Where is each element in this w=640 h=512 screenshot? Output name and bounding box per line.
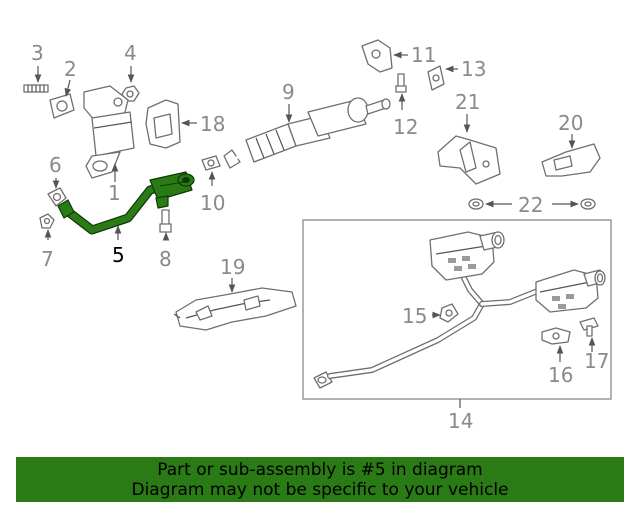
callout-20[interactable]: 20 — [558, 111, 583, 135]
part-5-front-pipe[interactable] — [57, 171, 195, 235]
callout-3[interactable]: 3 — [31, 41, 44, 65]
callout-13[interactable]: 13 — [461, 57, 486, 81]
part-17-bolt[interactable] — [579, 317, 599, 337]
callout-9[interactable]: 9 — [282, 80, 295, 104]
part-3-stud[interactable] — [23, 84, 49, 93]
callout-10[interactable]: 10 — [200, 191, 225, 215]
part-16-clamp[interactable] — [541, 327, 571, 345]
part-22-insulator[interactable] — [468, 198, 596, 210]
callout-12[interactable]: 12 — [393, 115, 418, 139]
part-1-catalytic-converter[interactable] — [83, 85, 135, 179]
part-19-heat-shield[interactable] — [173, 287, 297, 331]
callout-2[interactable]: 2 — [64, 57, 77, 81]
part-4-nut[interactable] — [121, 85, 140, 102]
leader-2 — [64, 79, 72, 97]
callout-17[interactable]: 17 — [584, 349, 609, 373]
banner-line-1: Part or sub-assembly is #5 in diagram — [157, 460, 483, 480]
callout-4[interactable]: 4 — [124, 41, 137, 65]
callout-15[interactable]: 15 — [402, 304, 427, 328]
banner-line-2: Diagram may not be specific to your vehi… — [131, 480, 509, 500]
part-info-banner: Part or sub-assembly is #5 in diagram Di… — [16, 457, 624, 502]
callout-22[interactable]: 22 — [518, 193, 543, 217]
part-10-gasket[interactable] — [201, 155, 221, 171]
part-14-group-box — [302, 219, 612, 400]
part-11-hanger[interactable] — [361, 39, 393, 73]
part-12-bolt[interactable] — [395, 73, 407, 93]
callout-7[interactable]: 7 — [41, 247, 54, 271]
callout-5[interactable]: 5 — [112, 243, 125, 267]
callout-19[interactable]: 19 — [220, 255, 245, 279]
callout-18[interactable]: 18 — [200, 112, 225, 136]
callout-6[interactable]: 6 — [49, 153, 62, 177]
callout-16[interactable]: 16 — [548, 363, 573, 387]
callout-1[interactable]: 1 — [108, 181, 121, 205]
part-2-gasket[interactable] — [49, 93, 75, 119]
callout-21[interactable]: 21 — [455, 90, 480, 114]
part-13-insulator[interactable] — [427, 65, 445, 91]
part-14-muffler-assembly[interactable] — [313, 231, 606, 389]
part-7-nut[interactable] — [39, 213, 55, 229]
callout-11[interactable]: 11 — [411, 43, 436, 67]
callout-8[interactable]: 8 — [159, 247, 172, 271]
part-18-heat-shield[interactable] — [145, 99, 181, 149]
part-20-hanger-bracket[interactable] — [541, 143, 601, 177]
part-21-bracket[interactable] — [437, 135, 501, 185]
callout-14[interactable]: 14 — [448, 409, 473, 433]
part-9-intermediate-pipe[interactable] — [223, 97, 391, 169]
part-15-insulator[interactable] — [439, 303, 459, 323]
part-6-gasket[interactable] — [47, 187, 67, 207]
part-8-bolt[interactable] — [159, 209, 172, 233]
